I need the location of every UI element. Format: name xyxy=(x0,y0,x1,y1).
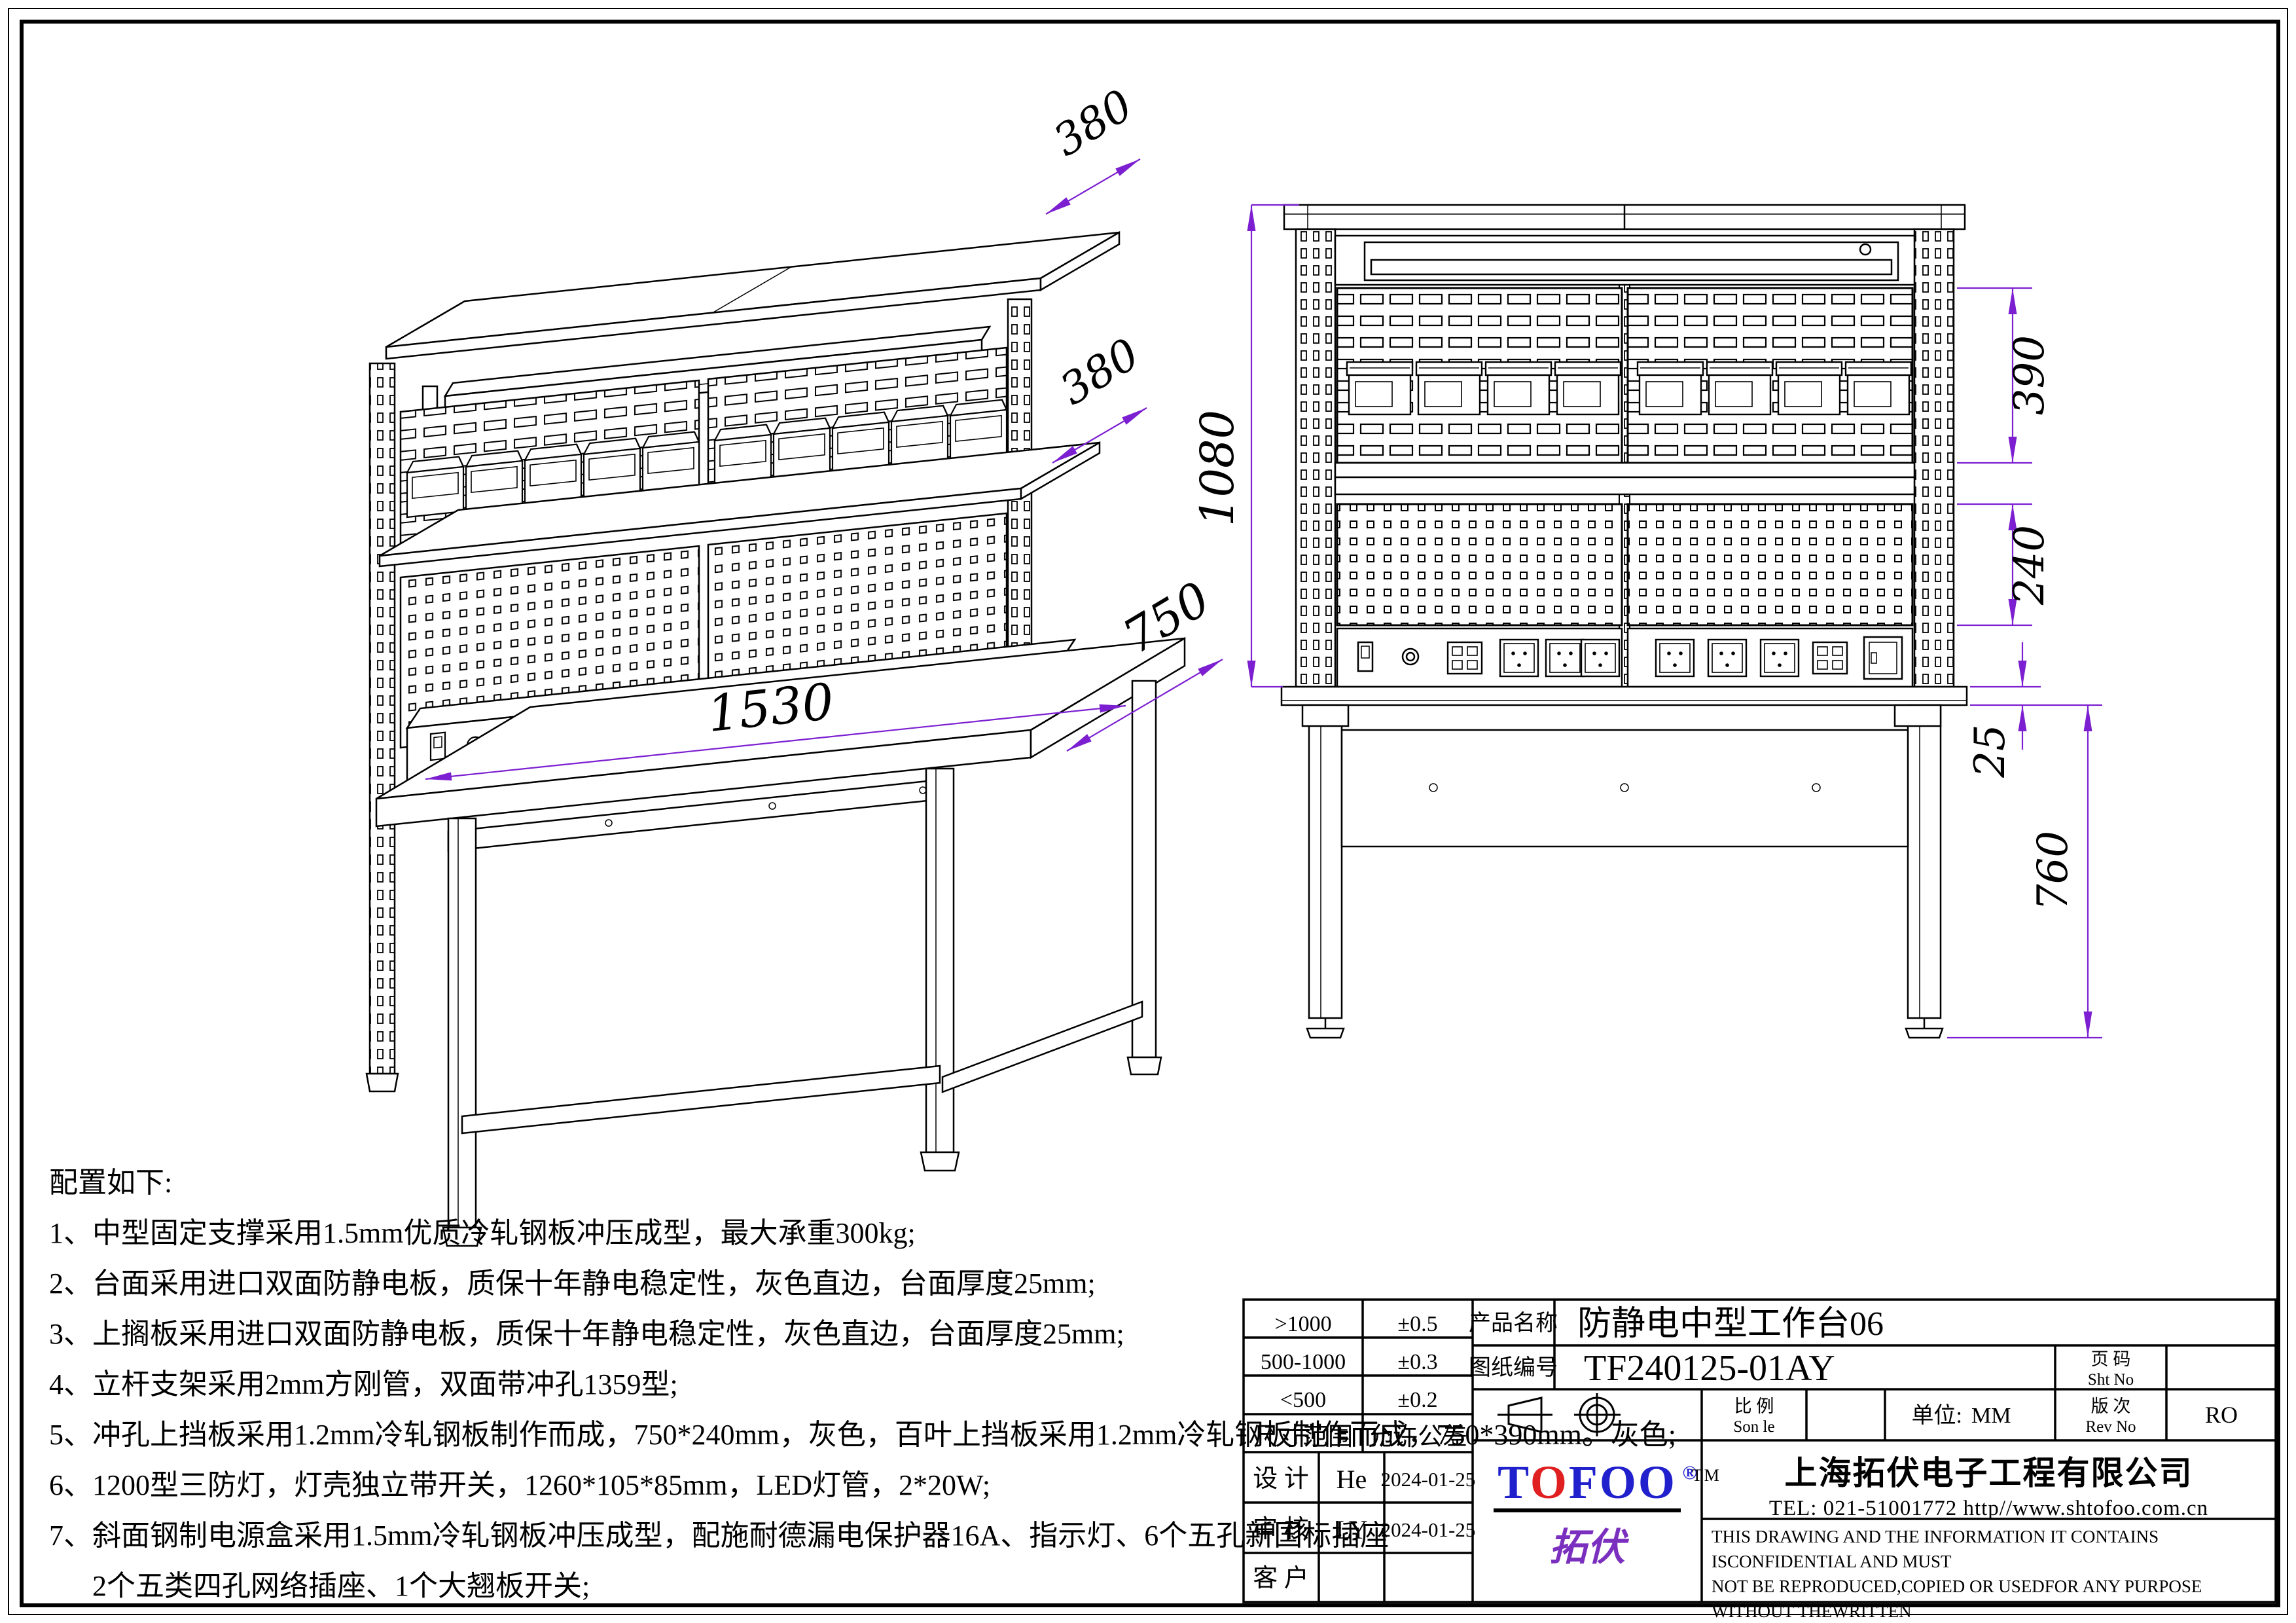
front-outlet xyxy=(1707,638,1748,678)
note-line: 1、中型固定支撑采用1.5mm优质冷轧钢板冲压成型，最大承重300kg; xyxy=(49,1217,916,1249)
company-info: 上海拓伏电子工程有限公司 TEL: 021-51001772 http//www… xyxy=(1702,1440,2276,1520)
dim-bench-width: 1530 xyxy=(704,672,836,743)
tol-range-1: >1000 xyxy=(1274,1312,1331,1336)
sheet-outer-border xyxy=(8,8,2288,1615)
front-pegboard-panel-right xyxy=(1626,503,1914,627)
sheet-inner-border xyxy=(20,20,2280,1607)
disclaimer-line: NOT BE REPRODUCED,COPIED OR USEDFOR ANY … xyxy=(1712,1577,2202,1621)
tol-value-3: ±0.2 xyxy=(1397,1388,1437,1412)
notes-title: 配置如下: xyxy=(49,1167,173,1199)
front-network-socket xyxy=(1446,641,1483,675)
front-pegboard-panel-left xyxy=(1336,503,1623,627)
note-line: 7、斜面钢制电源盒采用1.5mm冷轧钢板冲压成型，配施耐德漏电保护器16A、指示… xyxy=(49,1520,1390,1552)
dim-leg-height: 760 xyxy=(2029,831,2077,911)
logo-letters: FOO xyxy=(1568,1456,1677,1508)
drawing-no: TF240125-01AY xyxy=(1584,1348,1835,1389)
front-feet xyxy=(1306,1018,1944,1039)
note-line: 4、立杆支架采用2mm方刚管，双面带冲孔1359型; xyxy=(49,1368,678,1400)
front-outlet xyxy=(1499,638,1539,678)
tol-range-header: 尺寸范围 xyxy=(1253,1423,1353,1451)
dim-total-height: 1080 xyxy=(1191,410,1244,526)
front-network-socket xyxy=(1812,641,1848,675)
trademark-icon: TM xyxy=(1691,1466,1721,1485)
front-outlet xyxy=(1759,638,1800,678)
rev-label-en: Rev No xyxy=(2085,1418,2136,1436)
front-outlet xyxy=(1545,638,1585,678)
scale-label-cn: 比 例 xyxy=(1734,1396,1774,1416)
logo-letter: T xyxy=(1498,1456,1530,1508)
dim-louver-height: 390 xyxy=(2005,335,2054,415)
designer-label: 设 计 xyxy=(1253,1465,1309,1493)
front-worktop xyxy=(1280,685,1968,706)
front-light-fixture xyxy=(1334,234,1916,286)
front-right-upright xyxy=(1913,228,1955,688)
dim-top-shelf-depth: 380 xyxy=(1045,80,1141,166)
confidentiality-notice: THIS DRAWING AND THE INFORMATION IT CONT… xyxy=(1712,1524,2274,1621)
front-blank-plate xyxy=(1863,636,1903,680)
company-logo: TOFOO ® TM 拓伏 xyxy=(1473,1440,1719,1602)
tol-header: 允许公差 xyxy=(1368,1423,1467,1451)
front-legs xyxy=(1301,704,1944,1039)
rev-value: RO xyxy=(2205,1402,2238,1428)
dim-worktop-thickness: 25 xyxy=(1966,724,2015,778)
front-modesty-panel xyxy=(1340,729,1909,848)
product-name-label: 产品名称 xyxy=(1469,1311,1558,1336)
configuration-notes: 配置如下: 1、中型固定支撑采用1.5mm优质冷轧钢板冲压成型，最大承重300k… xyxy=(49,1158,1677,1611)
tol-value-2: ±0.3 xyxy=(1397,1350,1437,1374)
disclaimer-line: THIS DRAWING AND THE INFORMATION IT CONT… xyxy=(1712,1527,2159,1571)
note-line: 2、台面采用进口双面防静电板，质保十年静电稳定性，灰色直边，台面厚度25mm; xyxy=(49,1267,1096,1300)
front-power-strip xyxy=(1336,627,1914,688)
front-view: 1080 390 240 25 760 xyxy=(1191,204,2102,1039)
company-contact: TEL: 021-51001772 http//www.shtofoo.com.… xyxy=(1768,1497,2209,1520)
rev-label-cn: 版 次 xyxy=(2091,1396,2131,1416)
registered-mark-icon: ® xyxy=(1682,1462,1699,1484)
designer-name: He xyxy=(1336,1465,1367,1494)
designer-date: 2024-01-25 xyxy=(1381,1468,1476,1491)
checker-name: LY xyxy=(1335,1515,1367,1544)
checker-date: 2024-01-25 xyxy=(1381,1518,1476,1541)
company-name: 上海拓伏电子工程有限公司 xyxy=(1784,1455,2193,1491)
checker-label: 审 核 xyxy=(1253,1516,1309,1543)
front-outlet xyxy=(1580,638,1621,678)
note-line: 5、冲孔上挡板采用1.2mm冷轧钢板制作而成，750*240mm，灰色，百叶上挡… xyxy=(49,1419,1677,1451)
front-breaker-switch xyxy=(1357,641,1374,672)
sheet-no-label-cn: 页 码 xyxy=(2091,1349,2131,1369)
front-middle-rail xyxy=(1334,462,1916,496)
tol-range-3: <500 xyxy=(1280,1388,1326,1412)
front-outlet xyxy=(1655,638,1695,678)
dim-mid-shelf-depth: 380 xyxy=(1051,329,1148,415)
title-block: >1000 ±0.5 500-1000 ±0.3 <500 ±0.2 尺寸范围 … xyxy=(1242,1298,2277,1603)
front-left-upright xyxy=(1295,228,1336,688)
note-line: 3、上搁板采用进口双面防静电板，质保十年静电稳定性，灰色直边，台面厚度25mm; xyxy=(49,1318,1124,1350)
note-line: 6、1200型三防灯，灯壳独立带开关，1260*105*85mm，LED灯管，2… xyxy=(49,1469,991,1501)
dim-pegboard-height: 240 xyxy=(2005,525,2054,606)
logo-letter-red: O xyxy=(1530,1456,1569,1508)
drawing-no-label: 图纸编号 xyxy=(1469,1355,1558,1380)
logo-chinese: 拓伏 xyxy=(1549,1526,1625,1569)
tol-value-1: ±0.5 xyxy=(1397,1312,1437,1336)
customer-label: 客 户 xyxy=(1253,1565,1309,1592)
isometric-view: 380 380 750 1530 xyxy=(365,80,1223,1247)
unit-value: MM xyxy=(1971,1404,2011,1428)
iso-breaker-switch xyxy=(429,731,446,761)
iso-left-upright xyxy=(368,362,396,1075)
scale-label-en: Son le xyxy=(1733,1418,1774,1436)
unit-label: 单位: xyxy=(1912,1403,1962,1428)
front-dimensions: 1080 390 240 25 760 xyxy=(1191,204,2102,1039)
front-canopy xyxy=(1283,204,1966,230)
tol-range-2: 500-1000 xyxy=(1261,1350,1346,1374)
product-name: 防静电中型工作台06 xyxy=(1577,1305,1884,1343)
note-line: 2个五类四孔网络插座、1个大翘板开关; xyxy=(92,1570,590,1602)
sheet-no-label-en: Sht No xyxy=(2088,1371,2134,1389)
iso-top-shelf xyxy=(385,230,1121,360)
front-indicator-light xyxy=(1401,647,1420,666)
projection-symbol-icon xyxy=(1498,1393,1621,1436)
tofoo-logo: TOFOO ® TM xyxy=(1494,1456,1719,1512)
